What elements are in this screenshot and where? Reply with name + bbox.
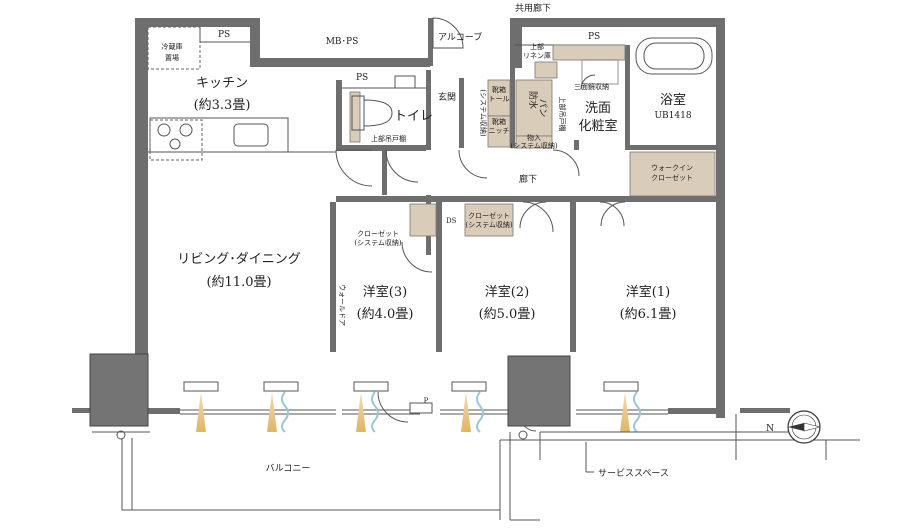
linen-label: 上部 xyxy=(530,42,544,51)
pan-label: 防水 xyxy=(527,91,539,109)
interior-walls xyxy=(147,26,716,352)
balcony-lines xyxy=(92,414,860,521)
living-label: リビング･ダイニング xyxy=(177,252,301,267)
air-conditioners xyxy=(183,381,639,392)
vent-markers xyxy=(196,392,630,432)
storage-label: 物入 xyxy=(527,133,541,142)
bath-label: 浴室 xyxy=(660,92,686,108)
bath-unit-label: UB1418 xyxy=(654,111,691,121)
pan-label-2: パン xyxy=(537,99,548,117)
p-label: P xyxy=(424,397,429,405)
shoe-top-label-2: トール xyxy=(489,95,510,103)
mbps-label: MB･PS xyxy=(326,37,359,47)
bed2-label: 洋室(2) xyxy=(485,284,529,300)
room-labels: キッチン (約3.3畳) 冷蔵庫 置場 PS MB･PS アルコーブ 共用廊下 … xyxy=(162,2,775,479)
toilet-fixture xyxy=(351,75,416,131)
service-space-leader xyxy=(585,442,594,473)
closet-left-label-2: (システム収納) xyxy=(354,238,402,247)
mirror-storage-label: 三面鏡収納 xyxy=(574,82,609,91)
doors xyxy=(335,17,626,432)
ps-label-right: PS xyxy=(588,32,600,42)
linen-label-2: リネン庫 xyxy=(523,51,551,60)
hallway-label: 廊下 xyxy=(519,173,537,185)
washroom-label-2: 化粧室 xyxy=(578,118,617,134)
fridge-label-2: 置場 xyxy=(165,53,179,62)
living-size: (約11.0畳) xyxy=(206,275,271,290)
bed3-size: (約4.0畳) xyxy=(357,307,414,322)
entrance-label: 玄関 xyxy=(438,91,456,103)
ps-label-left: PS xyxy=(218,30,230,40)
balcony-label: バルコニー xyxy=(266,463,311,474)
alcove-label: アルコーブ xyxy=(438,31,482,43)
toilet-label: トイレ xyxy=(394,109,433,124)
north-compass xyxy=(787,410,821,444)
bathtub-fixture xyxy=(635,37,713,75)
airflow-markers xyxy=(281,391,641,433)
exterior-walls xyxy=(72,18,790,420)
closet-right-label-2: (システム収納) xyxy=(465,220,513,229)
shared-corridor-label: 共用廊下 xyxy=(515,2,551,14)
bed1-label: 洋室(1) xyxy=(626,284,670,300)
kitchen-label: キッチン xyxy=(196,76,248,91)
closet-right-label: クローゼット xyxy=(468,211,510,220)
kitchen-counter xyxy=(149,117,289,161)
ds-label: DS xyxy=(446,217,457,225)
ps-label-toilet: PS xyxy=(356,73,368,83)
columns xyxy=(89,353,571,427)
shoe-system-label: (システム収納) xyxy=(479,89,488,137)
wall-door-label: ウォールドア xyxy=(338,284,346,326)
bed1-size: (約6.1畳) xyxy=(620,307,677,322)
upper-cabinet-label: 上部吊戸棚 xyxy=(558,97,567,132)
service-space-label: サービススペース xyxy=(598,468,669,479)
washroom-label: 洗面 xyxy=(585,101,611,116)
shoe-bottom-label-2: ニッチ xyxy=(489,127,510,135)
closet-left-label: クローゼット xyxy=(357,229,399,238)
kitchen-size: (約3.3畳) xyxy=(194,98,251,113)
windows xyxy=(180,402,668,415)
fridge-label: 冷蔵庫 xyxy=(162,42,183,51)
bed2-size: (約5.0畳) xyxy=(479,307,536,322)
storage-label-2: (システム収納) xyxy=(510,141,558,150)
wic-label: ウォークイン xyxy=(651,164,693,172)
stove-icon xyxy=(157,123,193,150)
storage-blocks xyxy=(349,44,716,237)
shoe-bottom-label: 靴箱 xyxy=(492,117,506,126)
wic-label-2: クローゼット xyxy=(651,173,693,182)
shoe-top-label: 靴箱 xyxy=(492,85,506,94)
north-label: N xyxy=(766,424,774,434)
toilet-cabinet-label: 上部吊戸棚 xyxy=(371,134,406,143)
bed3-label: 洋室(3) xyxy=(363,284,407,300)
